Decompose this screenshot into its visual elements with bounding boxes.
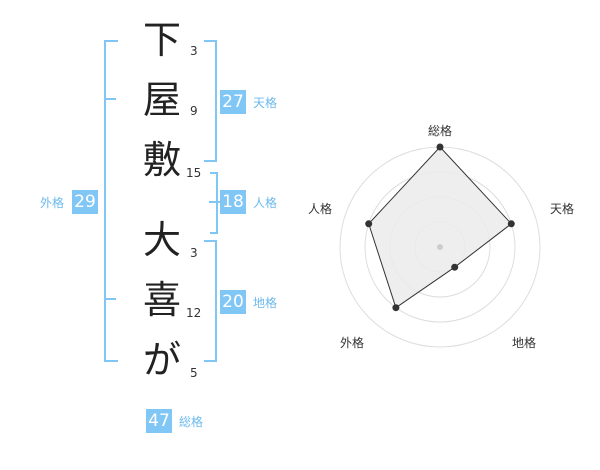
radar-center-dot	[437, 244, 443, 250]
chikaku-bracket	[204, 240, 217, 362]
gaikaku-value-badge: 29	[72, 190, 98, 214]
jinkaku-label: 人格	[253, 196, 278, 210]
tenkaku-value-badge: 27	[220, 90, 246, 114]
name-char-5: 喜	[142, 278, 181, 322]
radar-label-soukaku: 総格	[427, 124, 452, 138]
radar-point-5	[365, 220, 373, 228]
chikaku-value-badge: 20	[220, 290, 246, 314]
gaikaku-bracket-tick-lower	[104, 298, 116, 300]
tenkaku-label: 天格	[253, 96, 278, 110]
jinkaku-value-badge: 18	[220, 190, 246, 214]
stroke-count-6: 5	[190, 366, 198, 380]
jinkaku-bracket-tick	[209, 201, 220, 203]
radar-label-tenkaku: 天格	[549, 202, 574, 216]
name-char-2: 屋	[142, 78, 181, 122]
radar-label-jinkaku: 人格	[307, 202, 332, 216]
stroke-count-2: 9	[190, 104, 198, 118]
jinkaku-bracket	[210, 172, 218, 234]
name-char-4: 大	[142, 218, 181, 262]
radar-point-3	[451, 263, 459, 271]
stroke-count-3: 15	[186, 166, 202, 180]
stroke-count-1: 3	[190, 44, 198, 58]
gaikaku-bracket-tick-upper	[104, 98, 116, 100]
radar-label-chikaku: 地格	[511, 336, 536, 350]
radar-chart	[339, 143, 541, 348]
radar-label-gaikaku: 外格	[339, 336, 364, 350]
radar-point-2	[507, 220, 515, 228]
tenkaku-bracket	[204, 40, 217, 162]
soukaku-label: 総格	[179, 415, 204, 429]
name-char-3: 敷	[142, 138, 181, 182]
gaikaku-bracket	[104, 40, 118, 362]
stroke-count-5: 12	[186, 306, 202, 320]
radar-area	[368, 146, 513, 309]
name-char-6: が	[142, 338, 181, 382]
radar-point-4	[392, 304, 400, 312]
name-char-1: 下	[142, 18, 181, 62]
gaikaku-label: 外格	[40, 196, 65, 210]
soukaku-value-badge: 47	[146, 409, 172, 433]
chikaku-label: 地格	[253, 296, 278, 310]
radar-point-1	[436, 143, 444, 151]
stroke-count-4: 3	[190, 246, 198, 260]
